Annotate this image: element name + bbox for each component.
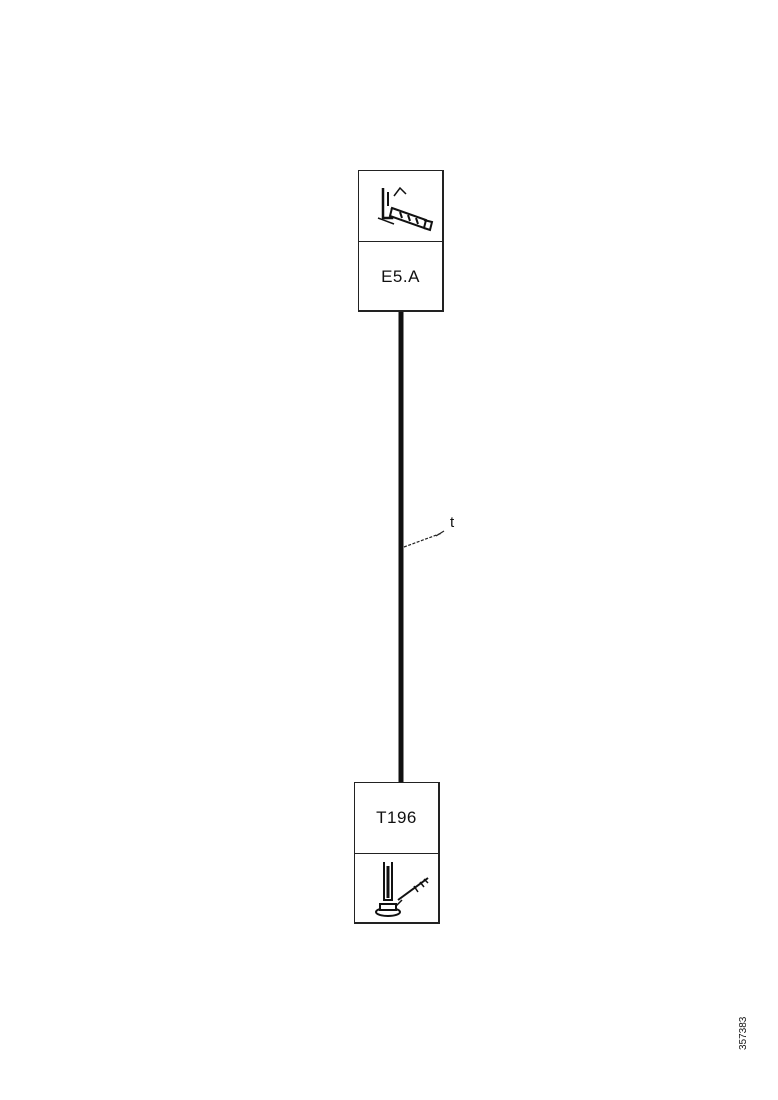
wire-label-leader — [403, 532, 443, 548]
top-connector: E5.A — [358, 170, 444, 312]
bottom-connector-code-cell: T196 — [355, 783, 438, 853]
bottom-connector-icon-cell — [355, 853, 438, 923]
wire-label-leader-tail — [435, 530, 445, 537]
bottom-connector: T196 — [354, 782, 440, 924]
connector-plug-icon — [377, 186, 433, 232]
top-connector-code-cell: E5.A — [359, 241, 442, 311]
reference-number: 357383 — [738, 1016, 749, 1050]
wire-label: t — [450, 514, 455, 531]
bottom-connector-code: T196 — [376, 808, 417, 827]
top-connector-code: E5.A — [381, 266, 420, 286]
top-connector-icon-cell — [359, 171, 442, 241]
ground-terminal-icon — [374, 861, 429, 917]
